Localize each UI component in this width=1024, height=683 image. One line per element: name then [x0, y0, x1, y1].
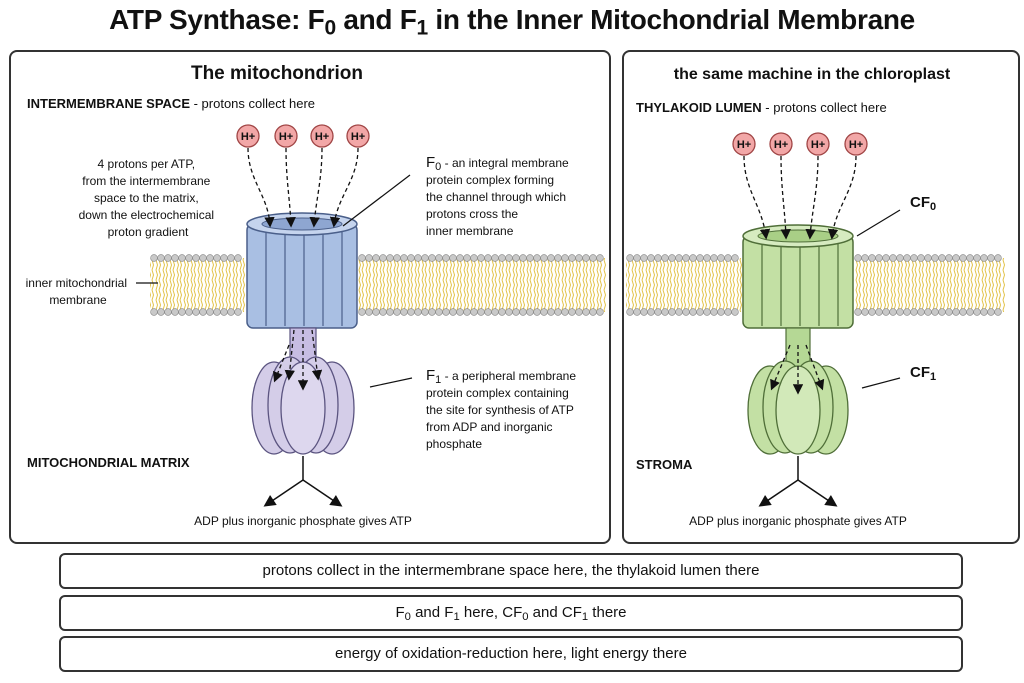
proton-label: H+ [241, 131, 255, 143]
f1-complex [251, 356, 355, 455]
page-title: ATP Synthase: F0 and F1 in the Inner Mit… [109, 4, 915, 40]
proton-label: H+ [315, 131, 329, 143]
cf1-leader-line [861, 377, 901, 389]
f1-leader-line [369, 377, 413, 388]
reaction-label-left: ADP plus inorganic phosphate gives ATP [194, 514, 412, 528]
inner-mitochondrial-membrane [150, 254, 606, 316]
proton-label: H+ [737, 139, 751, 151]
proton-label: H+ [849, 139, 863, 151]
f0-leader-line [342, 174, 411, 227]
comparison-complexes: F0 and F1 here, CF0 and CF1 there [59, 595, 963, 631]
proton-label: H+ [774, 139, 788, 151]
cf1-label: CF1 [910, 364, 936, 383]
proton-icon [346, 124, 370, 148]
proton-icon [769, 132, 793, 156]
f1-description: F1 - a peripheral membrane protein compl… [426, 367, 579, 451]
stroma-label: STROMA [636, 457, 693, 472]
chloroplast-heading: the same machine in the chloroplast [674, 66, 951, 83]
cf0-complex [742, 224, 854, 329]
intermembrane-space-label: INTERMEMBRANE SPACE - protons collect he… [27, 96, 315, 111]
proton-label: H+ [351, 131, 365, 143]
comparison-protons: protons collect in the intermembrane spa… [59, 553, 963, 589]
proton-label: H+ [279, 131, 293, 143]
mitochondrion-heading: The mitochondrion [191, 63, 363, 84]
proton-icon [806, 132, 830, 156]
membrane-label: inner mitochondrial membrane [26, 276, 131, 307]
f0-complex [246, 212, 358, 329]
proton-icon [844, 132, 868, 156]
cf0-label: CF0 [910, 194, 936, 213]
reaction-arrows-right [758, 456, 838, 507]
proton-pathways [247, 147, 359, 391]
proton-icon [274, 124, 298, 148]
proton-group-right: H+ H+ H+ H+ [732, 132, 868, 156]
proton-icon [236, 124, 260, 148]
proton-label: H+ [811, 139, 825, 151]
mitochondrial-matrix-label: MITOCHONDRIAL MATRIX [27, 455, 190, 470]
thylakoid-lumen-label: THYLAKOID LUMEN - protons collect here [636, 100, 887, 115]
proton-icon [310, 124, 334, 148]
thylakoid-membrane [626, 254, 1005, 316]
protons-per-atp-note: 4 protons per ATP, from the intermembran… [79, 157, 218, 239]
reaction-arrows-left [263, 456, 343, 507]
comparison-energy: energy of oxidation-reduction here, ligh… [59, 636, 963, 672]
reaction-label-right: ADP plus inorganic phosphate gives ATP [689, 514, 907, 528]
proton-group-left: H+ H+ H+ H+ [236, 124, 370, 148]
cf0-leader-line [856, 209, 901, 237]
proton-icon [732, 132, 756, 156]
proton-pathways-right [743, 155, 857, 395]
f0-description: F0 - an integral membrane protein comple… [426, 154, 572, 238]
